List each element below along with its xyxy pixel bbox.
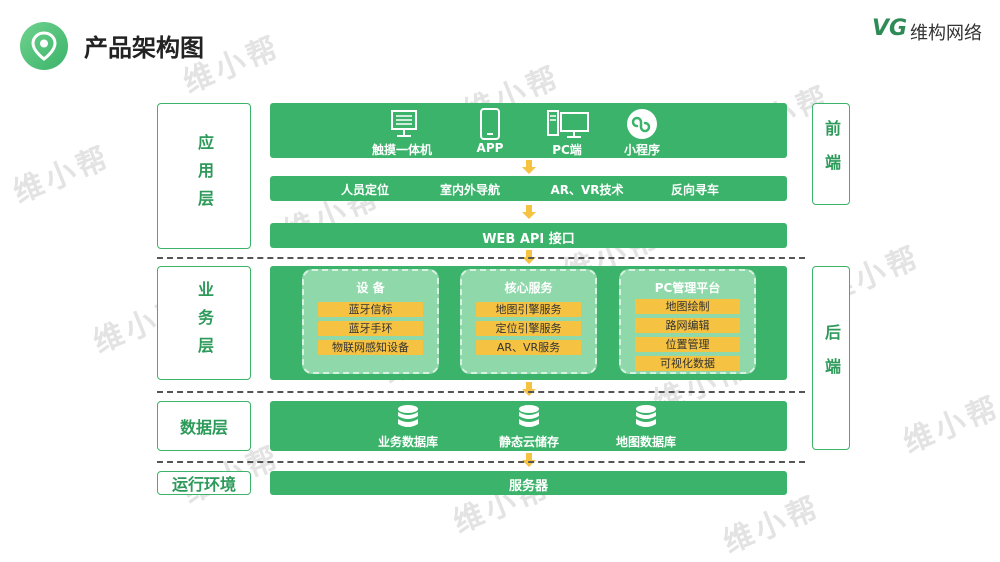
down-arrow-icon [522, 160, 536, 174]
feature-band: 人员定位 室内外导航 AR、VR技术 反向寻车 [270, 176, 787, 201]
api-band: WEB API 接口 [270, 223, 787, 248]
database-label: 地图数据库 [615, 435, 676, 449]
card-title: PC管理平台 [654, 281, 721, 295]
database-icon [636, 405, 656, 427]
watermark: 维小帮 [898, 389, 1000, 461]
brand-name: 维构网络 [910, 23, 982, 44]
database-static-cloud: 静态云储存 [474, 403, 584, 449]
feature-item: 反向寻车 [670, 183, 719, 197]
client-band: 触摸一体机 APP PC端 小程序 [270, 103, 787, 158]
client-app: APP [455, 107, 525, 157]
layer-label-runtime: 运行环境 [157, 471, 251, 495]
card-item: 可视化数据 [635, 356, 740, 371]
api-label: WEB API 接口 [482, 232, 575, 247]
touch-kiosk-icon [391, 110, 417, 137]
database-label: 业务数据库 [377, 435, 438, 449]
layer-label-data: 数据层 [157, 401, 251, 451]
card-item: 定位引擎服务 [476, 321, 581, 336]
feature-item: 室内外导航 [439, 183, 500, 197]
page-title: 产品架构图 [84, 34, 204, 62]
card-pc-platform: PC管理平台 地图绘制 路网编辑 位置管理 可视化数据 [619, 269, 756, 374]
location-pin-logo [20, 22, 68, 70]
card-item: 路网编辑 [635, 318, 740, 333]
down-arrow-icon [522, 205, 536, 219]
runtime-band: 服务器 [270, 471, 787, 495]
card-item: 蓝牙手环 [318, 321, 423, 336]
card-item: AR、VR服务 [476, 340, 581, 355]
client-pc: PC端 [532, 107, 602, 157]
business-band: 设 备 蓝牙信标 蓝牙手环 物联网感知设备 核心服务 地图引擎服务 定位引擎服务… [270, 266, 787, 380]
mini-program-icon [627, 109, 657, 139]
feature-item: 人员定位 [340, 183, 389, 197]
database-map: 地图数据库 [591, 403, 701, 449]
server-label: 服务器 [508, 479, 548, 494]
layer-label-app: 应用层 [157, 103, 251, 249]
client-label: 小程序 [623, 143, 660, 157]
card-item: 地图绘制 [635, 299, 740, 314]
feature-item: AR、VR技术 [550, 183, 624, 197]
side-label-backend: 后端 [812, 266, 850, 450]
data-band: 业务数据库 静态云储存 地图数据库 [270, 401, 787, 451]
side-label-frontend: 前端 [812, 103, 850, 205]
database-business: 业务数据库 [353, 403, 463, 449]
card-item: 物联网感知设备 [318, 340, 423, 355]
card-title: 设 备 [356, 281, 385, 295]
card-item: 蓝牙信标 [318, 302, 423, 317]
down-arrow-icon [522, 382, 536, 396]
card-devices: 设 备 蓝牙信标 蓝牙手环 物联网感知设备 [302, 269, 439, 374]
database-icon [519, 405, 539, 427]
client-label: APP [476, 141, 504, 155]
location-pin-icon [31, 31, 57, 61]
card-item: 地图引擎服务 [476, 302, 581, 317]
database-label: 静态云储存 [498, 435, 559, 449]
client-label: PC端 [552, 143, 582, 157]
layer-divider [157, 461, 805, 463]
layer-divider [157, 391, 805, 393]
watermark: 维小帮 [8, 139, 117, 211]
client-label: 触摸一体机 [371, 143, 432, 157]
pc-icon [547, 110, 589, 138]
client-mini-program: 小程序 [607, 107, 677, 157]
card-core-services: 核心服务 地图引擎服务 定位引擎服务 AR、VR服务 [460, 269, 597, 374]
brand-logo-mark: VG [872, 16, 908, 41]
layer-label-business: 业务层 [157, 266, 251, 380]
down-arrow-icon [522, 453, 536, 467]
database-icon [398, 405, 418, 427]
layer-divider [157, 257, 805, 259]
phone-icon [480, 108, 500, 140]
client-touch-kiosk: 触摸一体机 [367, 107, 437, 157]
card-title: 核心服务 [504, 281, 553, 295]
card-item: 位置管理 [635, 337, 740, 352]
down-arrow-icon [522, 250, 536, 264]
